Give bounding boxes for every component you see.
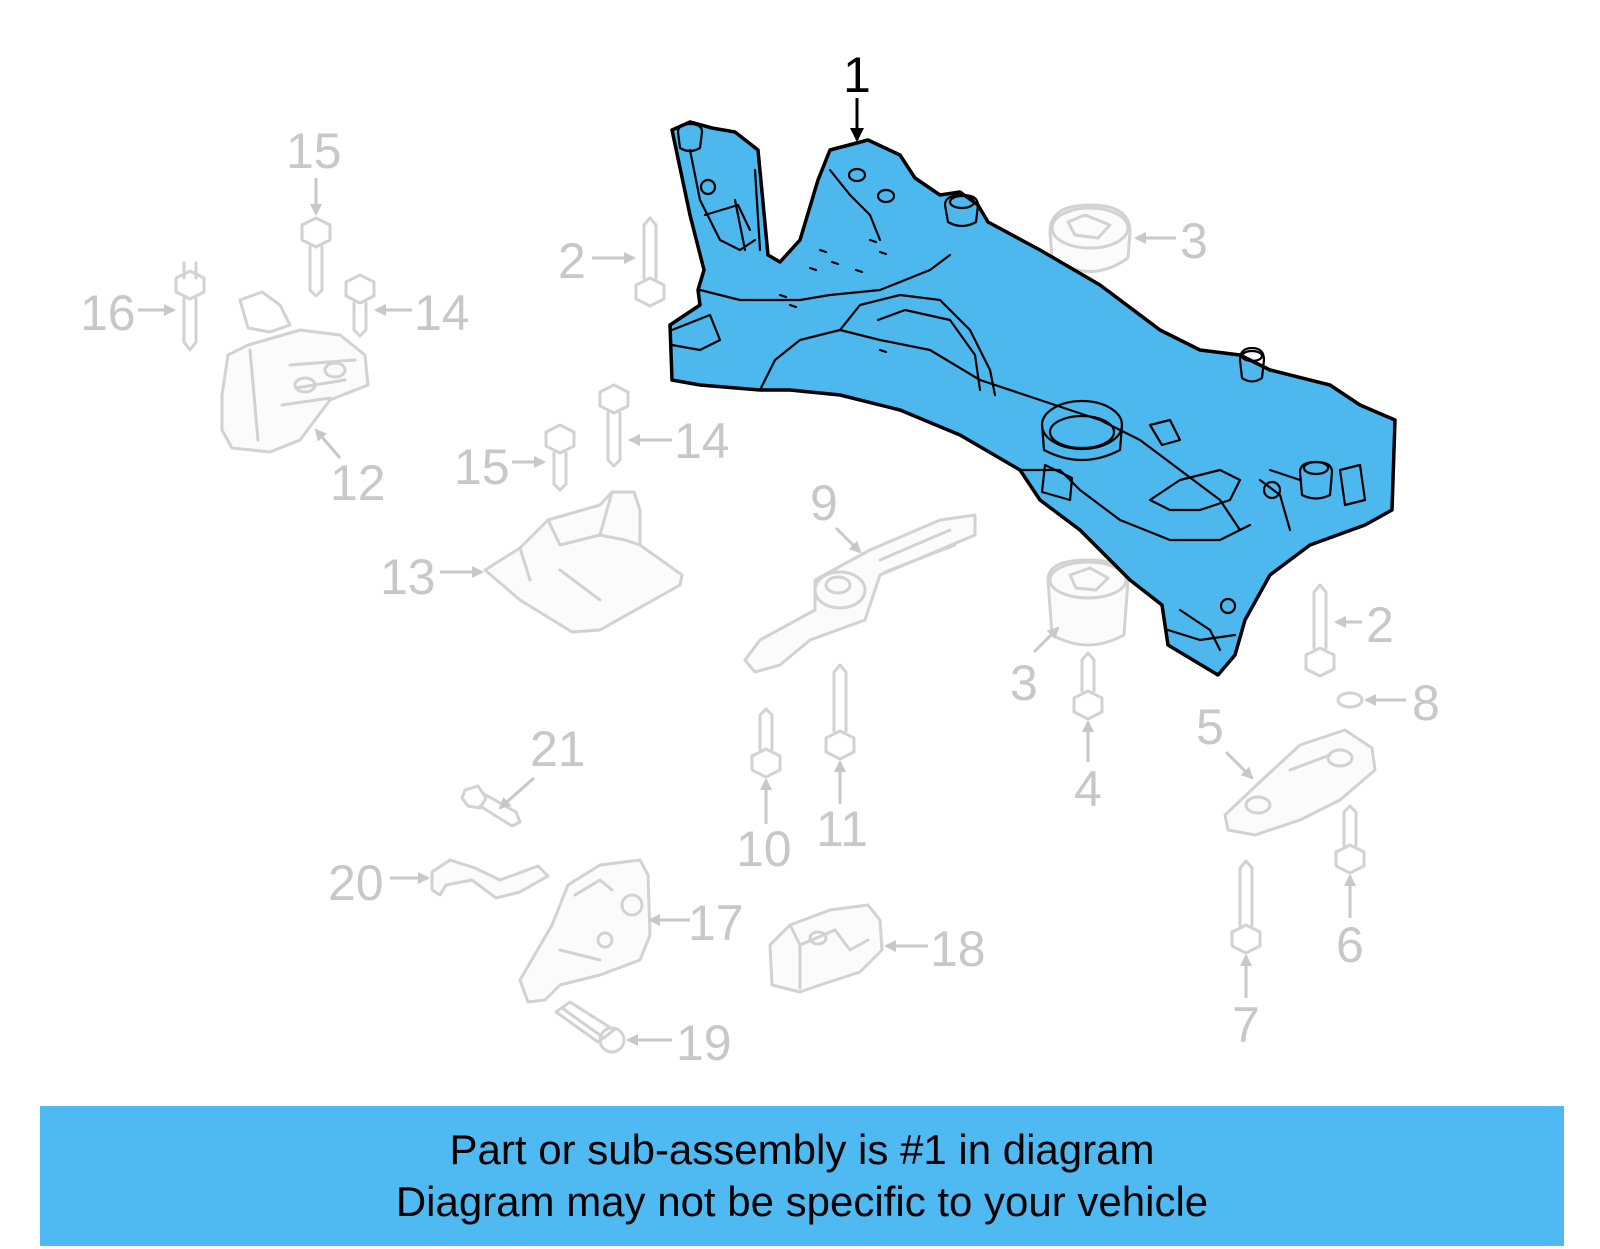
part-13-bracket[interactable] bbox=[483, 490, 684, 634]
callout-11: 11 bbox=[816, 801, 868, 857]
callout-20: 20 bbox=[328, 855, 384, 911]
callout-13: 13 bbox=[380, 549, 436, 605]
callout-18: 18 bbox=[930, 921, 986, 977]
callout-16: 16 bbox=[80, 285, 136, 341]
part-2-bolt-upper[interactable] bbox=[634, 216, 666, 308]
part-2-bolt-lower[interactable] bbox=[1304, 583, 1336, 678]
callout-5: 5 bbox=[1196, 699, 1224, 755]
callout-12: 12 bbox=[330, 455, 386, 511]
callout-3b: 3 bbox=[1010, 655, 1038, 711]
callout-7: 7 bbox=[1232, 997, 1260, 1053]
part-10-bolt[interactable] bbox=[750, 707, 782, 779]
part-20-bracket[interactable] bbox=[430, 858, 550, 900]
callout-14a: 14 bbox=[414, 285, 470, 341]
part-3-bushing-lower[interactable] bbox=[1046, 558, 1130, 647]
callout-14b: 14 bbox=[674, 413, 730, 469]
part-3-bushing-upper[interactable] bbox=[1048, 203, 1132, 273]
part-14b-bolt[interactable] bbox=[598, 383, 630, 468]
part-7-bolt[interactable] bbox=[1230, 859, 1262, 955]
info-banner: Part or sub-assembly is #1 in diagram Di… bbox=[40, 1106, 1564, 1246]
part-12-engine-mount[interactable] bbox=[220, 290, 370, 454]
banner-line-2: Diagram may not be specific to your vehi… bbox=[395, 1178, 1209, 1225]
callout-4: 4 bbox=[1074, 761, 1102, 817]
part-21-bolt[interactable] bbox=[460, 784, 522, 828]
part-9-torque-arm[interactable] bbox=[743, 513, 977, 674]
part-17-bracket[interactable] bbox=[518, 858, 652, 1004]
part-1-subframe[interactable] bbox=[668, 120, 1397, 677]
callout-2a: 2 bbox=[558, 233, 586, 289]
callout-2b: 2 bbox=[1366, 597, 1394, 653]
callout-3a: 3 bbox=[1180, 213, 1208, 269]
callout-15a: 15 bbox=[286, 123, 342, 179]
callout-19: 19 bbox=[676, 1015, 732, 1071]
callout-arrows bbox=[138, 98, 1406, 1046]
part-8-washer[interactable] bbox=[1336, 691, 1364, 709]
arrow-12 bbox=[314, 428, 342, 459]
arrow-5 bbox=[1224, 750, 1254, 780]
arrow-3b bbox=[1032, 626, 1060, 654]
part-15b-bolt[interactable] bbox=[544, 423, 576, 492]
callout-15b: 15 bbox=[454, 439, 510, 495]
arrow-21 bbox=[498, 776, 535, 810]
callout-9: 9 bbox=[810, 475, 838, 531]
part-19-bolt[interactable] bbox=[554, 1000, 626, 1054]
callout-labels: 1 15 16 14 12 2 3 15 14 13 9 3 2 8 5 4 1… bbox=[80, 47, 1440, 1071]
callout-17: 17 bbox=[688, 895, 744, 951]
callout-10: 10 bbox=[736, 821, 792, 877]
part-16-bolt[interactable] bbox=[174, 261, 206, 352]
part-11-bolt[interactable] bbox=[824, 663, 856, 761]
part-18-mount[interactable] bbox=[768, 903, 884, 994]
callout-21: 21 bbox=[530, 721, 586, 777]
callout-8: 8 bbox=[1412, 675, 1440, 731]
callout-1: 1 bbox=[843, 47, 871, 103]
part-4-bolt[interactable] bbox=[1072, 651, 1104, 721]
banner-line-1: Part or sub-assembly is #1 in diagram bbox=[449, 1126, 1155, 1173]
part-14-bolt[interactable] bbox=[344, 273, 376, 338]
part-5-bracket[interactable] bbox=[1223, 728, 1377, 837]
arrow-9 bbox=[834, 526, 862, 554]
callout-6: 6 bbox=[1336, 917, 1364, 973]
part-6-bolt[interactable] bbox=[1334, 804, 1366, 875]
part-15-bolt[interactable] bbox=[300, 216, 332, 298]
